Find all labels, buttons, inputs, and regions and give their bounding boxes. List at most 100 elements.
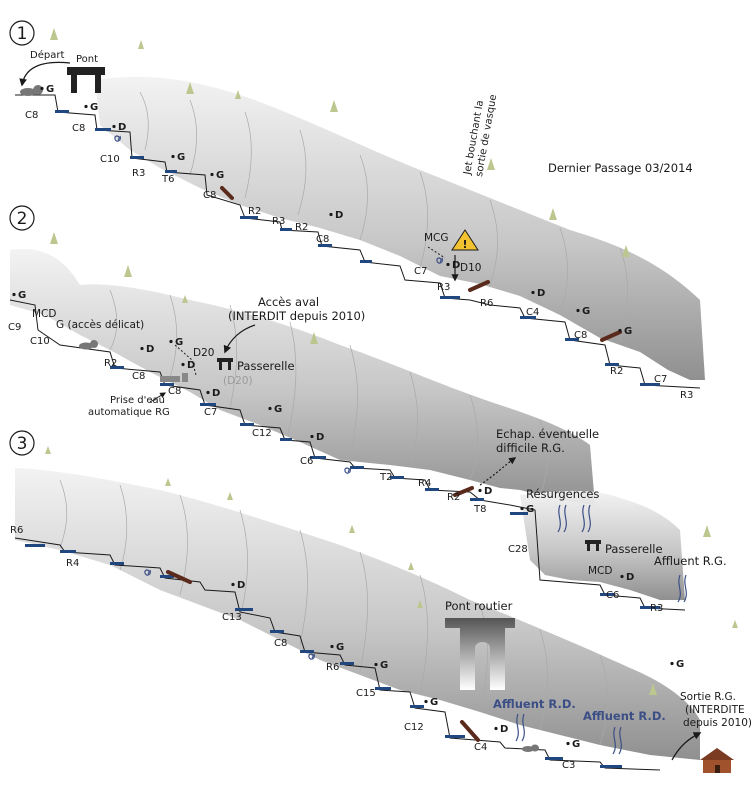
cliff-shading-2 bbox=[10, 249, 595, 505]
anchor-mark: G bbox=[46, 84, 54, 95]
warning-icon: ! bbox=[451, 229, 479, 251]
cliff-ridges-1 bbox=[139, 91, 628, 341]
anchor-dot bbox=[140, 346, 144, 351]
prise-eau-label-2: automatique RG bbox=[88, 407, 170, 418]
anchor-mark: D bbox=[626, 572, 634, 583]
anchor-mark: D bbox=[316, 432, 324, 443]
log-icon bbox=[166, 570, 480, 742]
jet-note: Jet bouchant la sortie de vasque bbox=[462, 94, 499, 178]
obstacle-label: R2 bbox=[447, 492, 460, 503]
anchor-mark: D bbox=[187, 360, 195, 371]
canyon-profile-2 bbox=[9, 299, 511, 506]
obstacle-label: T2 bbox=[379, 472, 392, 483]
obstacle-label: C10 bbox=[100, 154, 120, 165]
anchor-dot bbox=[231, 582, 235, 587]
anchor-mark: G bbox=[526, 504, 534, 515]
anchor-dot bbox=[169, 339, 173, 344]
obstacle-label: R4 bbox=[418, 478, 431, 489]
section-1-number: 1 bbox=[17, 24, 28, 44]
anchor-mark: G bbox=[582, 306, 590, 317]
anchor-mark: G bbox=[274, 404, 282, 415]
d20-paren-label: (D20) bbox=[223, 375, 253, 387]
anchor-dot bbox=[670, 661, 674, 666]
pools-1 bbox=[55, 110, 660, 386]
anchor-dot bbox=[446, 262, 450, 267]
obstacle-label: R6 bbox=[326, 662, 339, 673]
anchor-dot bbox=[531, 290, 535, 295]
cliff-ridges-2 bbox=[109, 289, 548, 496]
cliff-shading-3 bbox=[15, 468, 700, 760]
anchor-mark: G bbox=[380, 660, 388, 671]
d20-label: D20 bbox=[193, 347, 214, 359]
anchor-dot bbox=[566, 741, 570, 746]
acces-aval-label: Accès aval bbox=[258, 295, 319, 309]
obstacle-label: C8 bbox=[574, 330, 587, 341]
section-2-circle bbox=[9, 205, 35, 231]
cliff-shading-1 bbox=[95, 76, 705, 381]
prise-eau-label-1: Prise d'eau bbox=[110, 395, 165, 406]
canyon-profile-1 bbox=[15, 94, 701, 389]
echap-label-1: Echap. éventuelle bbox=[496, 427, 599, 441]
mcg-dotted bbox=[427, 246, 446, 259]
pont-routier-label: Pont routier bbox=[445, 599, 513, 613]
anchor-mark: D bbox=[146, 344, 154, 355]
anchor-dot bbox=[40, 86, 44, 91]
svg-text:!: ! bbox=[462, 238, 467, 251]
affluent-rd-label-1: Affluent R.D. bbox=[493, 697, 576, 711]
obstacle-label: C4 bbox=[526, 307, 539, 318]
anchor-dot bbox=[268, 406, 272, 411]
section-3-circle bbox=[9, 430, 35, 456]
echap-dotted bbox=[479, 457, 517, 486]
obstacle-label: C8 bbox=[168, 386, 181, 397]
obstacle-label: R2 bbox=[295, 222, 308, 233]
cliff-ridges-3 bbox=[59, 479, 608, 746]
anchor-mark: G bbox=[676, 659, 684, 670]
anchor-dot bbox=[424, 699, 428, 704]
anchor-dot bbox=[478, 488, 482, 493]
passerelle-icon bbox=[217, 358, 233, 370]
section-2: 2 MCD G (accès délicat) Accès aval (INTE… bbox=[9, 205, 599, 506]
anchor-mark: D bbox=[212, 388, 220, 399]
obstacle-label: R4 bbox=[66, 558, 79, 569]
acces-delicat-label: G (accès délicat) bbox=[56, 319, 144, 331]
house-icon bbox=[700, 748, 734, 773]
anchor-dot bbox=[112, 124, 116, 129]
anchor-mark: G bbox=[177, 152, 185, 163]
obstacle-label: C12 bbox=[252, 428, 272, 439]
anchor-mark: D bbox=[537, 288, 545, 299]
obstacle-label: C6 bbox=[300, 456, 313, 467]
obstacle-label: R3 bbox=[132, 168, 145, 179]
spiral-icon bbox=[114, 135, 443, 660]
anchor-mark: G bbox=[430, 697, 438, 708]
obstacle-label: C8 bbox=[203, 190, 216, 201]
stream-icon bbox=[557, 504, 687, 603]
tree-icon bbox=[45, 28, 738, 695]
obstacle-label: C8 bbox=[274, 638, 287, 649]
section-3-number: 3 bbox=[17, 434, 28, 454]
anchor-mark: G bbox=[572, 739, 580, 750]
obstacle-label: C7 bbox=[654, 374, 667, 385]
obstacle-label: T8 bbox=[473, 504, 486, 515]
obstacle-label: C9 bbox=[8, 322, 21, 333]
obstacle-labels: C8C8C10R3T6C8R2R3R2C8C7R3R6C4C8R2C7R3C9C… bbox=[8, 110, 693, 771]
mcd-label-2: MCD bbox=[588, 565, 612, 577]
anchor-mark: G bbox=[90, 102, 98, 113]
pools-3 bbox=[25, 544, 622, 768]
obstacle-label: C8 bbox=[316, 234, 329, 245]
anchor-dot bbox=[330, 644, 334, 649]
rock-icon bbox=[20, 85, 43, 96]
obstacle-label: R3 bbox=[272, 216, 285, 227]
pont-routier-icon bbox=[445, 618, 515, 690]
obstacle-label: C4 bbox=[474, 742, 487, 753]
obstacle-label: C8 bbox=[132, 371, 145, 382]
obstacle-label: R6 bbox=[10, 525, 23, 536]
obstacle-label: C15 bbox=[356, 688, 376, 699]
obstacle-label: R2 bbox=[610, 366, 623, 377]
obstacle-label: C12 bbox=[404, 722, 424, 733]
anchor-dot bbox=[12, 292, 16, 297]
obstacle-label: C8 bbox=[72, 123, 85, 134]
stream-icon bbox=[515, 713, 622, 755]
depart-label: Départ bbox=[30, 49, 64, 61]
pools-2b bbox=[510, 512, 660, 609]
